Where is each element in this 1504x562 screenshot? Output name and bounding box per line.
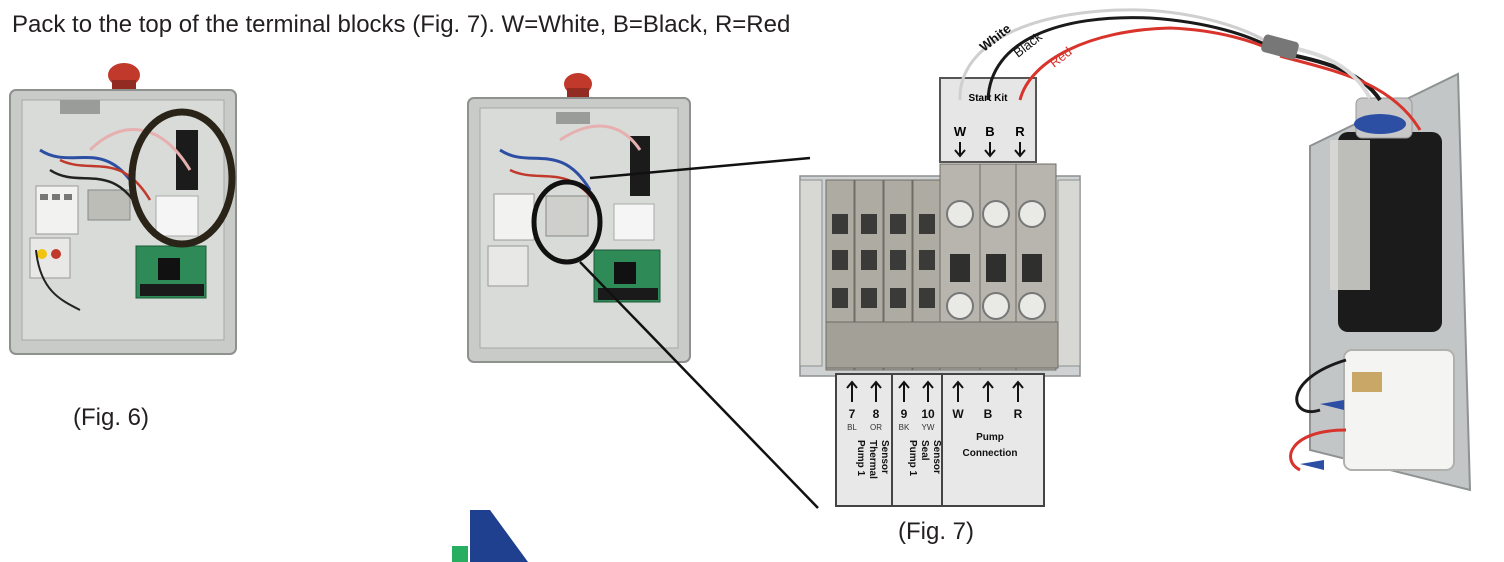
sensor-code-yw: YW — [922, 423, 935, 432]
seal-sensor-line3: Sensor — [931, 440, 942, 474]
callout-line-top — [589, 156, 811, 180]
sensor-code-or: OR — [870, 423, 882, 432]
sensor-num-10: 10 — [921, 407, 935, 421]
fig6-panel-image — [9, 63, 237, 355]
seal-sensor-line2: Seal — [919, 440, 930, 461]
black-wire — [986, 16, 1273, 101]
thermal-sensor-line1: Pump 1 — [855, 440, 866, 477]
fig7-caption: (Fig. 7) — [898, 518, 975, 545]
pump-letter-w: W — [952, 407, 964, 421]
highlight-circle-middle — [531, 179, 603, 265]
pump-connection-line1: Pump — [976, 432, 1004, 443]
pump-letter-b: B — [984, 407, 993, 421]
red-wire — [1018, 26, 1277, 101]
terminal-label-card — [835, 373, 1045, 507]
sensor-num-8: 8 — [873, 407, 880, 421]
white-wire — [958, 8, 1271, 101]
start-kit-r: R — [1015, 124, 1025, 139]
middle-panel-image — [467, 73, 691, 363]
fig6-caption: (Fig. 6) — [73, 404, 150, 431]
highlight-circle-fig6 — [128, 108, 236, 248]
sensor-num-9: 9 — [901, 407, 908, 421]
pump-letter-r: R — [1014, 407, 1023, 421]
thermal-sensor-line3: Sensor — [879, 440, 890, 474]
sensor-code-bk: BK — [899, 423, 910, 432]
start-kit-b: B — [985, 124, 994, 139]
callout-line-bottom — [579, 261, 819, 509]
thermal-sensor-line2: Thermal — [867, 440, 878, 479]
seal-sensor-line1: Pump 1 — [907, 440, 918, 477]
brand-logo — [452, 510, 528, 562]
start-kit-w: W — [954, 124, 967, 139]
sensor-code-bl: BL — [847, 423, 857, 432]
white-wire-label: White — [977, 21, 1014, 55]
pump-connection-line2: Connection — [963, 448, 1018, 459]
fig7-terminal-image: Start Kit W B R White Black Red — [799, 8, 1277, 507]
start-kit-image — [1261, 34, 1472, 492]
instruction-text: Pack to the top of the terminal blocks (… — [12, 11, 791, 38]
sensor-num-7: 7 — [849, 407, 856, 421]
